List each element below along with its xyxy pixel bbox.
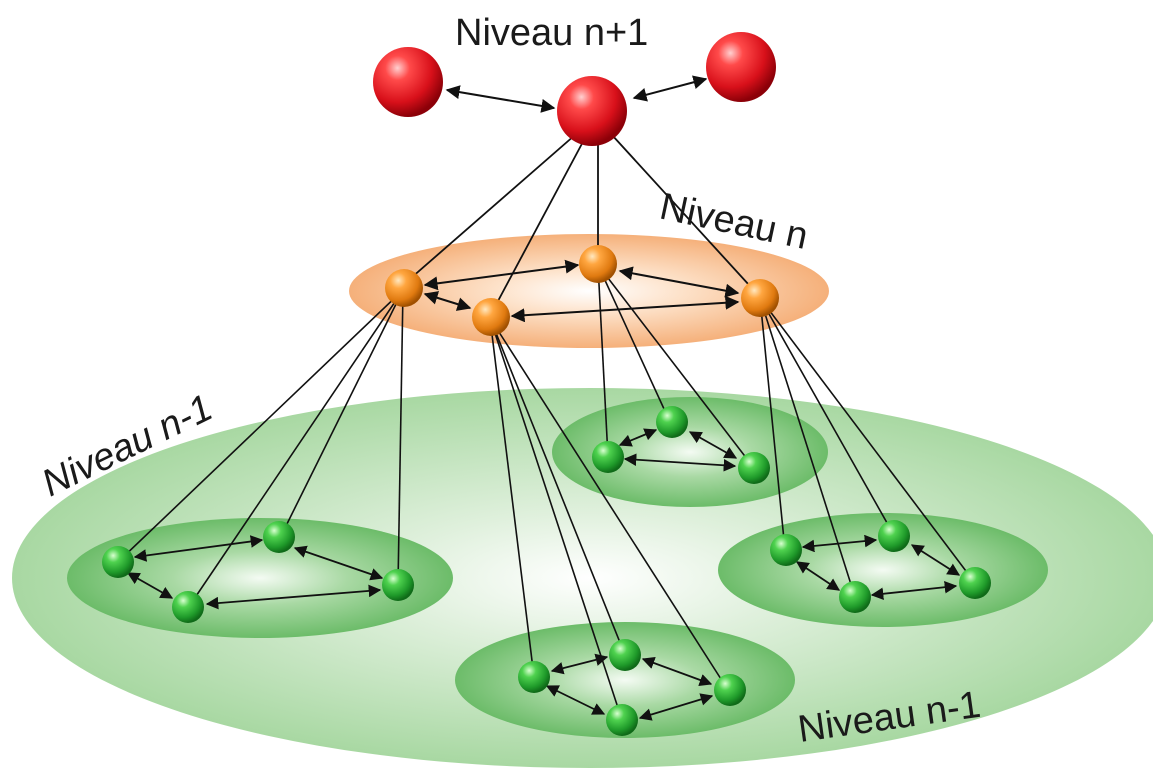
cluster-disk-right: [718, 513, 1048, 627]
top-node-left: [373, 47, 443, 117]
middle-level-nodes: [385, 245, 779, 336]
middle-node-2: [579, 245, 617, 283]
top-level-nodes: [373, 32, 776, 146]
top-node-center: [557, 76, 627, 146]
lower-node: [839, 581, 871, 613]
middle-node-4: [741, 279, 779, 317]
lower-node: [592, 441, 624, 473]
lower-node: [959, 567, 991, 599]
middle-to-lower-links: [117, 264, 976, 721]
lower-level-nodes: [102, 406, 991, 736]
middle-node-1: [385, 269, 423, 307]
lower-level-arrows: [126, 428, 961, 721]
lower-node: [102, 546, 134, 578]
lower-node: [738, 452, 770, 484]
middle-level-arrows: [423, 259, 740, 323]
top-level-arrows: [445, 75, 708, 113]
lower-node: [878, 520, 910, 552]
lower-node: [770, 534, 802, 566]
lower-node: [263, 521, 295, 553]
lower-node: [609, 639, 641, 671]
lower-level-disk: [12, 388, 1153, 768]
top-node-right: [706, 32, 776, 102]
lower-node: [714, 674, 746, 706]
lower-node: [656, 406, 688, 438]
lower-node: [518, 661, 550, 693]
lower-node: [172, 591, 204, 623]
lower-node: [382, 569, 414, 601]
lower-node: [606, 704, 638, 736]
label-top-level: Niveau n+1: [455, 12, 648, 54]
middle-node-3: [472, 298, 510, 336]
